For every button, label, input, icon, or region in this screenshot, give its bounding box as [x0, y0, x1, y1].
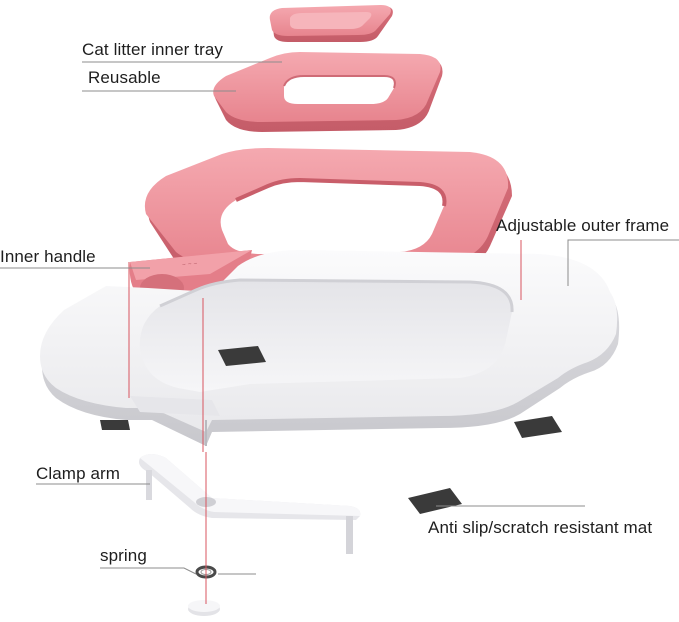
callout-leader-lines [0, 61, 679, 575]
reusable-tray [213, 52, 443, 132]
cat-litter-inner-tray: ~ ~ ~ [129, 148, 512, 305]
label-adjustable-outer-frame: Adjustable outer frame [496, 216, 670, 235]
label-clamp-arm: Clamp arm [36, 464, 121, 483]
small-inner-tray [269, 5, 393, 42]
clamp-arm [139, 454, 361, 554]
label-inner-handle: Inner handle [0, 247, 96, 266]
anti-slip-mats [100, 346, 562, 514]
base-disc [188, 600, 220, 616]
label-cat-litter-inner-tray: Cat litter inner tray [82, 40, 223, 59]
label-anti-slip-mat: Anti slip/scratch resistant mat [428, 518, 653, 537]
label-spring: spring [100, 546, 147, 565]
label-reusable: Reusable [88, 68, 161, 87]
adjustable-outer-frame [40, 250, 620, 446]
assembly-guide-lines [128, 240, 522, 604]
svg-text:~ ~ ~: ~ ~ ~ [182, 261, 198, 268]
